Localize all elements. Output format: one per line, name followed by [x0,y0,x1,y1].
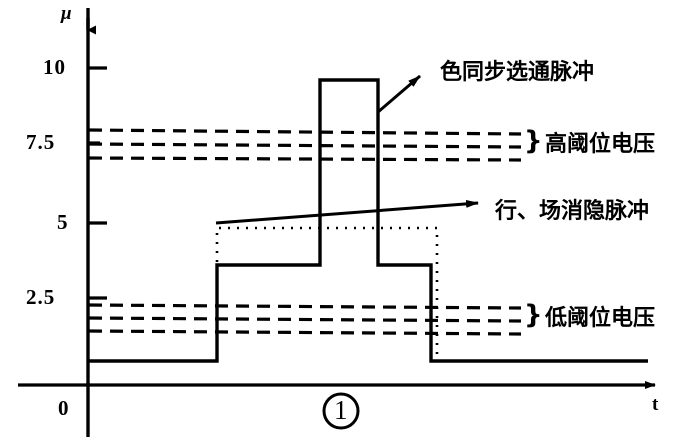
figure-index-marker: 1 [334,395,348,425]
leader-color-burst [377,74,421,114]
high-threshold-band [88,128,522,162]
y-tick-label-7-5: 7.5 [26,130,56,154]
leader-blanking-pulse [215,199,479,225]
annotation-high-threshold-voltage: 高阈位电压 [545,132,656,157]
y-tick-label-5: 5 [57,210,69,234]
annotation-color-burst-gating-pulse: 色同步选通脉冲 [440,60,595,85]
y-axis-symbol: μ [61,3,72,24]
y-tick-label-2-5: 2.5 [26,285,56,309]
low-threshold-band [88,303,522,336]
y-tick-label-10: 10 [43,55,66,79]
index-marker-ring [322,392,360,430]
low-threshold-brace: } [524,300,543,330]
annotation-low-threshold-voltage: 低阈位电压 [545,306,656,331]
blanking-pulse-envelope [215,226,439,361]
y-axis-origin-label: 0 [58,396,70,420]
x-axis-symbol: t [652,394,659,415]
y-axis-ticks [88,66,107,300]
annotation-line-field-blanking-pulse: 行、场消隐脉冲 [495,199,650,224]
high-threshold-brace: } [524,126,543,156]
composite-pulse-waveform [89,78,648,363]
